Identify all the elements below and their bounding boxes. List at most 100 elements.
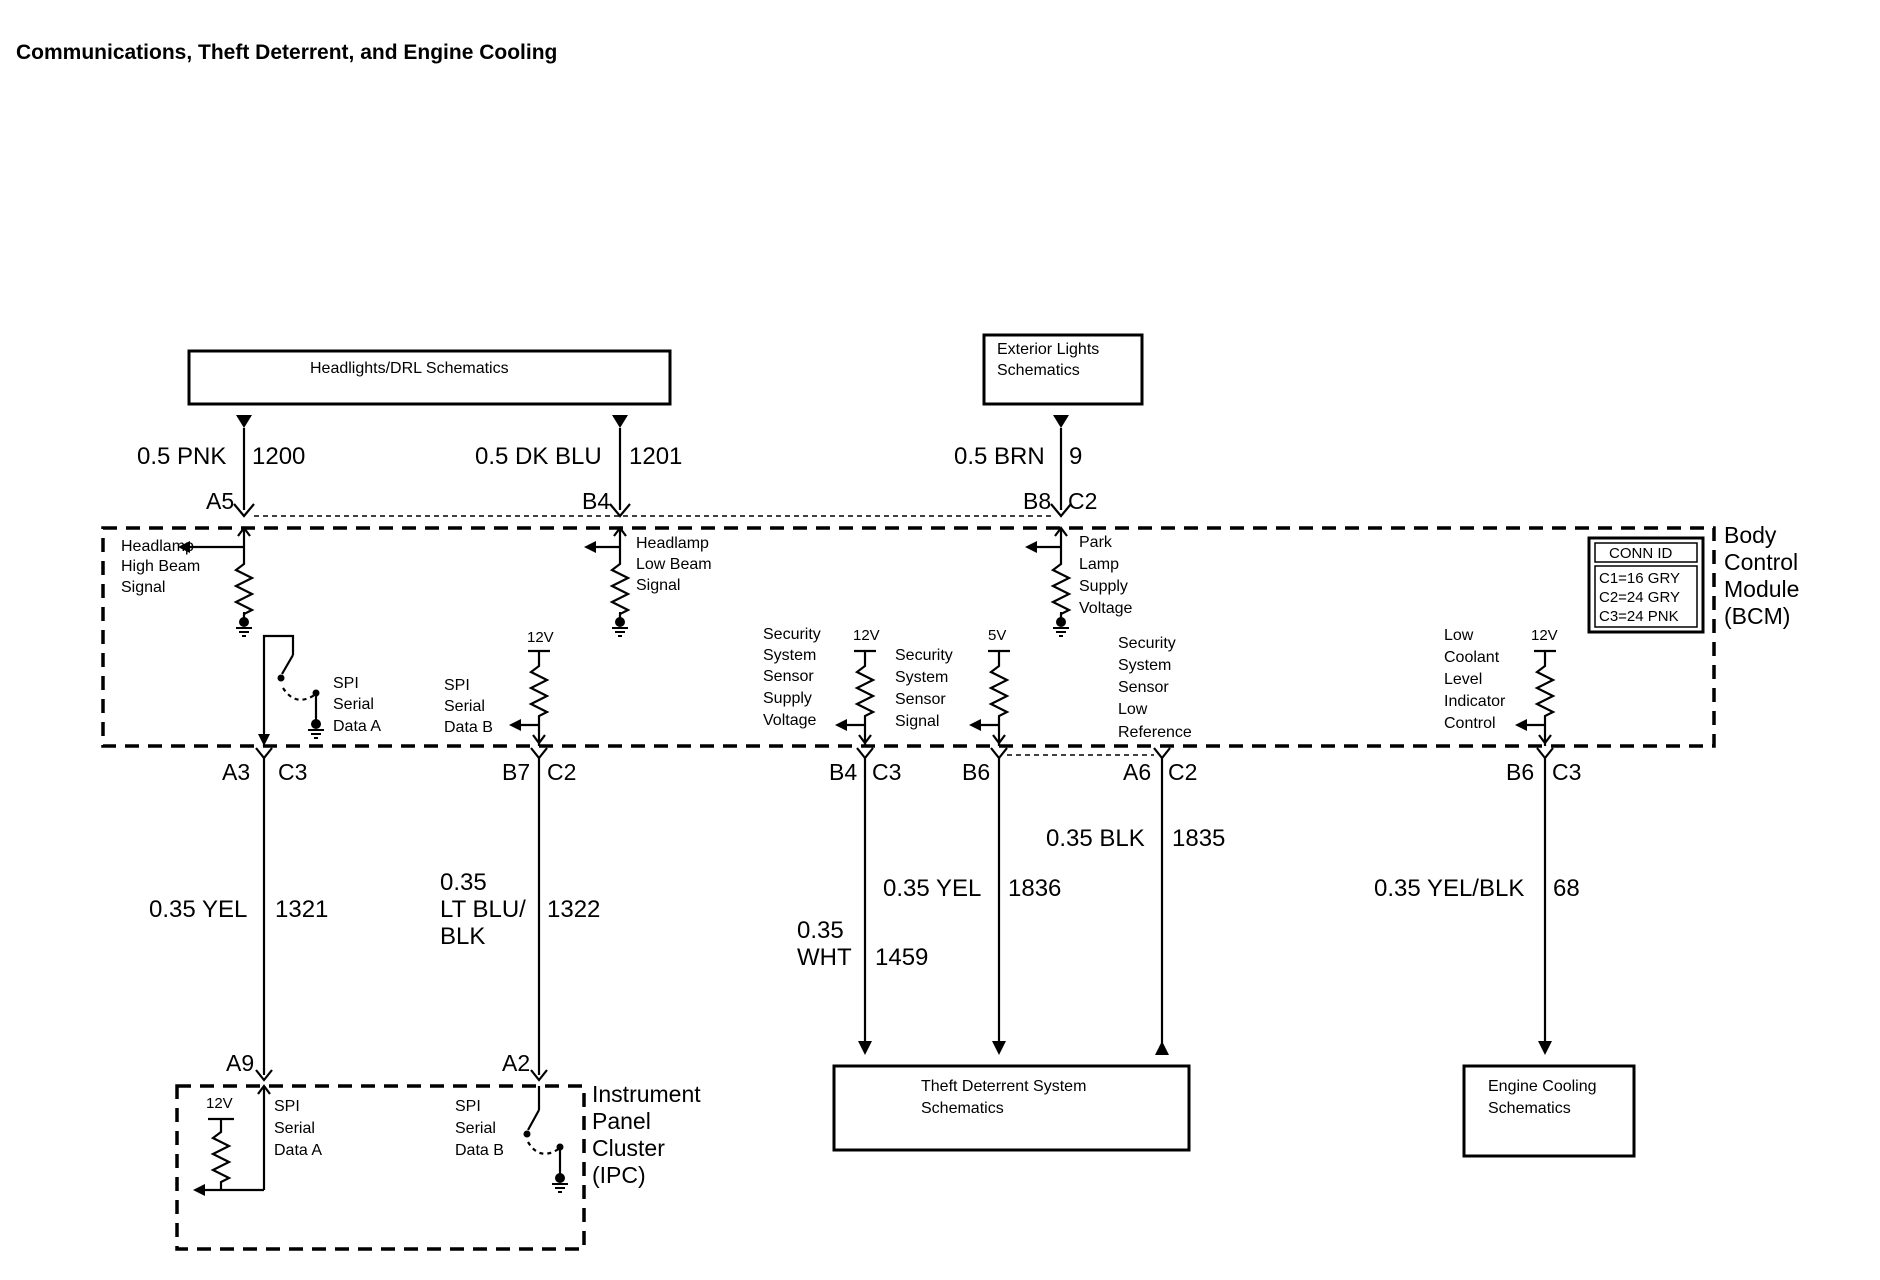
pin-c2-top: C2 [1068, 488, 1097, 514]
security-supply-circuit: 12V Security System Sensor Supply Voltag… [763, 626, 880, 746]
security-supply-voltage: 12V [853, 627, 880, 644]
wire-1322-size-3: BLK [440, 923, 485, 950]
pin-b7: B7 [502, 759, 530, 785]
low-coolant-circuit: 12V Low Coolant Level Indicator Control [1444, 627, 1558, 746]
bcm-name-2: Control [1724, 549, 1798, 575]
security-signal-voltage: 5V [988, 627, 1006, 644]
wire-1201: 0.5 DK BLU 1201 B4 [475, 415, 682, 518]
wire-1322: 0.35 LT BLU/ BLK 1322 [440, 758, 600, 1075]
wire-1322-size-1: 0.35 [440, 869, 487, 896]
park-lamp-supply-circuit: Park Lamp Supply Voltage [1025, 526, 1132, 637]
ipc-spi-data-a-circuit: 12V SPI Serial Data A [193, 1084, 322, 1196]
exterior-box-label-1: Exterior Lights [997, 341, 1099, 358]
wire-1322-size-2: LT BLU/ [440, 896, 526, 923]
conn-id-row-3: C3=24 PNK [1599, 608, 1679, 625]
wire-1321-circuit: 1321 [275, 896, 328, 923]
security-signal-label-1: Security [895, 647, 953, 664]
pin-c3-a: C3 [278, 759, 307, 785]
park-label-4: Voltage [1079, 600, 1132, 617]
low-beam-label-3: Signal [636, 577, 680, 594]
bcm-spi-data-b-circuit: 12V SPI Serial Data B [444, 629, 554, 746]
exterior-box-label-2: Schematics [997, 362, 1080, 379]
engine-cooling-box: Engine Cooling Schematics [1462, 1064, 1636, 1158]
ipc-outline [175, 1084, 586, 1251]
pin-a3: A3 [222, 759, 250, 785]
park-label-2: Lamp [1079, 556, 1119, 573]
park-label-3: Supply [1079, 578, 1128, 595]
security-low-label-5: Reference [1118, 724, 1192, 741]
security-signal-label-2: System [895, 669, 948, 686]
high-beam-label-1: Headlamp [121, 538, 194, 555]
high-beam-label-2: High Beam [121, 558, 200, 575]
conn-id-header: CONN ID [1609, 545, 1673, 562]
cooling-box-label-1: Engine Cooling [1488, 1078, 1597, 1095]
security-supply-label-2: System [763, 647, 816, 664]
ipc-spi-a-label-3: Data A [274, 1142, 322, 1159]
wire-1836: 0.35 YEL 1836 [883, 758, 1061, 1055]
wire-1200: 0.5 PNK 1200 A5 [137, 415, 305, 518]
pin-c3-b: C3 [872, 759, 901, 785]
low-beam-label-1: Headlamp [636, 535, 709, 552]
wire-68-size: 0.35 YEL/BLK [1374, 875, 1524, 902]
wire-1321: 0.35 YEL 1321 [149, 758, 328, 1075]
pin-b4-bottom: B4 [829, 759, 857, 785]
security-low-label-1: Security [1118, 635, 1176, 652]
wire-1200-circuit: 1200 [252, 443, 305, 470]
exterior-lights-box: Exterior Lights Schematics [982, 333, 1144, 406]
coolant-label-4: Indicator [1444, 693, 1506, 710]
cooling-box-label-2: Schematics [1488, 1100, 1571, 1117]
coolant-label-1: Low [1444, 627, 1474, 644]
bcm-name-1: Body [1724, 522, 1777, 548]
security-signal-label-4: Signal [895, 713, 939, 730]
wire-1201-circuit: 1201 [629, 443, 682, 470]
high-beam-signal-circuit: Headlamp High Beam Signal [121, 526, 255, 637]
pin-c2-c: C2 [1168, 759, 1197, 785]
conn-id-row-2: C2=24 GRY [1599, 589, 1680, 606]
pin-a6: A6 [1123, 759, 1151, 785]
wire-1459-circuit: 1459 [875, 944, 928, 971]
ipc-name-1: Instrument [592, 1081, 701, 1107]
ipc-spi-a-label-2: Serial [274, 1120, 315, 1137]
bcm-spi-b-voltage: 12V [527, 629, 554, 646]
wire-1200-size: 0.5 PNK [137, 443, 226, 470]
ipc-spi-b-label-3: Data B [455, 1142, 504, 1159]
conn-id-row-1: C1=16 GRY [1599, 570, 1680, 587]
pin-b6-b: B6 [1506, 759, 1534, 785]
wire-1322-circuit: 1322 [547, 896, 600, 923]
pin-a5: A5 [206, 488, 234, 514]
ipc-spi-a-voltage: 12V [206, 1095, 233, 1112]
security-supply-label-5: Voltage [763, 712, 816, 729]
bcm-spi-data-a-circuit: SPI Serial Data A [258, 634, 381, 746]
ipc-name-4: (IPC) [592, 1162, 646, 1188]
bcm-spi-b-label-1: SPI [444, 677, 470, 694]
conn-id-table: CONN ID C1=16 GRY C2=24 GRY C3=24 PNK [1587, 536, 1705, 634]
wire-68-circuit: 68 [1553, 875, 1580, 902]
ipc-name-2: Panel [592, 1108, 651, 1134]
wire-9-circuit: 9 [1069, 443, 1082, 470]
low-beam-label-2: Low Beam [636, 556, 712, 573]
wire-1459-size-2: WHT [797, 944, 852, 971]
ipc-spi-b-label-1: SPI [455, 1098, 481, 1115]
coolant-voltage: 12V [1531, 627, 1558, 644]
ipc-spi-a-label-1: SPI [274, 1098, 300, 1115]
park-label-1: Park [1079, 534, 1113, 551]
pin-b8: B8 [1023, 488, 1051, 514]
pin-c3-c: C3 [1552, 759, 1581, 785]
bcm-name-4: (BCM) [1724, 603, 1790, 629]
coolant-label-2: Coolant [1444, 649, 1500, 666]
pin-b4-top: B4 [582, 488, 610, 514]
bcm-spi-a-label-3: Data A [333, 718, 381, 735]
wire-1321-size: 0.35 YEL [149, 896, 247, 923]
low-beam-signal-circuit: Headlamp Low Beam Signal [584, 526, 712, 637]
bcm-name-3: Module [1724, 576, 1799, 602]
coolant-label-3: Level [1444, 671, 1482, 688]
coolant-label-5: Control [1444, 715, 1496, 732]
headlights-box-label: Headlights/DRL Schematics [310, 360, 509, 377]
bcm-spi-b-label-3: Data B [444, 719, 493, 736]
security-supply-label-4: Supply [763, 690, 812, 707]
wire-1835-size: 0.35 BLK [1046, 825, 1145, 852]
instrument-panel-cluster: A9 A2 Instrument Panel Cluster (IPC) 12V… [175, 1050, 701, 1251]
high-beam-label-3: Signal [121, 579, 165, 596]
wire-1836-circuit: 1836 [1008, 875, 1061, 902]
